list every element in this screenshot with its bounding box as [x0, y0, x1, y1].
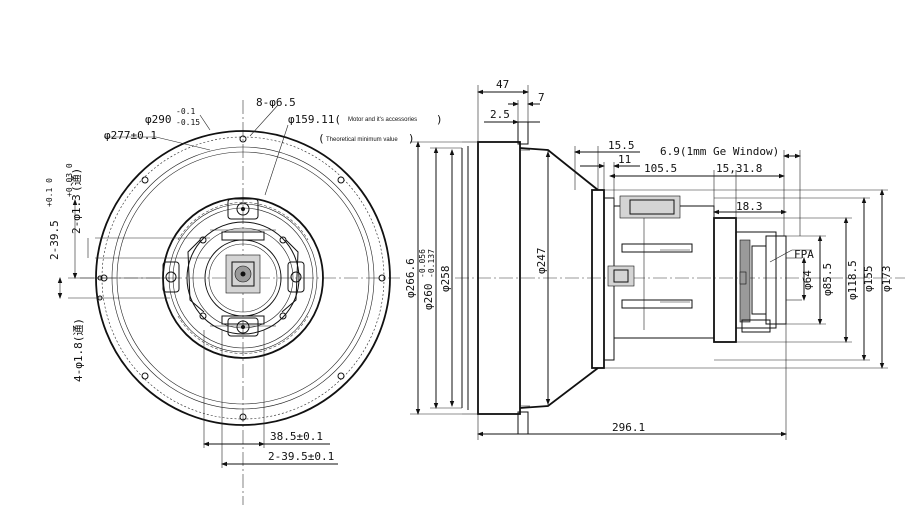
od-290-tol-upper: -0.1	[176, 107, 195, 116]
dim-2-phi13: 2-φ1.3	[70, 194, 83, 234]
dim-260-tol-upper: -0.056	[418, 249, 427, 278]
lens-flange	[477, 141, 521, 415]
dim-85-5: φ85.5	[821, 263, 834, 296]
d-159-label: φ159.11(	[288, 113, 341, 126]
mounting-holes	[100, 135, 386, 421]
od-290-label: φ290	[145, 113, 172, 126]
dim-260: φ260	[422, 284, 435, 311]
dim-2-phi13-suffix: (通)	[70, 168, 83, 192]
fpa-label: FPA	[794, 248, 814, 261]
side-view	[410, 85, 905, 440]
dim-258: φ258	[439, 266, 452, 293]
dim-ge-window: 6.9(1mm Ge Window)	[660, 145, 779, 158]
motor-note: Motor and it's accessories	[348, 117, 417, 123]
theoretical-note-open: (	[318, 132, 325, 145]
dim-15-31-8: 15,31.8	[716, 162, 762, 175]
side-view-labels: 47 7 2.5 15.5 11 6.9(1mm Ge Window) 105.…	[404, 78, 893, 434]
dim-64: φ64	[801, 270, 814, 290]
dim-15-5: 15.5	[608, 139, 635, 152]
theoretical-note-close: )	[408, 132, 415, 145]
dim-296-1: 296.1	[612, 421, 645, 434]
dim-155: φ155	[862, 266, 875, 293]
motor-note-close: )	[436, 113, 443, 126]
holes-8-label: 8-φ6.5	[256, 96, 296, 109]
front-view-labels: φ290 -0.1 -0.15 φ277±0.1 8-φ6.5 φ159.11(…	[45, 96, 443, 463]
dim-38-5: 38.5±0.1	[270, 430, 323, 443]
dim-2-39-5-vertical: 2-39.5	[48, 220, 61, 260]
dim-260-tol-lower: -0.137	[427, 249, 436, 278]
dim-173: φ173	[880, 266, 893, 293]
dim-2-39-5-horizontal: 2-39.5±0.1	[268, 450, 334, 463]
dim-4-phi18: 4-φ1.8(通)	[72, 318, 85, 382]
od-290-tol-lower: -0.15	[176, 118, 200, 127]
dim-118-5: φ118.5	[846, 260, 859, 300]
dim-2-phi13-tol: +0.03 0	[65, 163, 74, 197]
dim-18-3: 18.3	[736, 200, 763, 213]
front-view	[57, 100, 400, 505]
dim-266-6: φ266.6	[404, 258, 417, 298]
dim-2-5: 2.5	[490, 108, 510, 121]
dim-105-5: 105.5	[644, 162, 677, 175]
pcd-277-label: φ277±0.1	[104, 129, 157, 142]
dim-47: 47	[496, 78, 509, 91]
dim-7: 7	[538, 91, 545, 104]
dim-2-39-5-vertical-tol: +0.1 0	[45, 178, 54, 207]
dim-11: 11	[618, 153, 631, 166]
dim-247: φ247	[535, 248, 548, 275]
theoretical-note: Theoretical minimum value	[326, 137, 398, 143]
